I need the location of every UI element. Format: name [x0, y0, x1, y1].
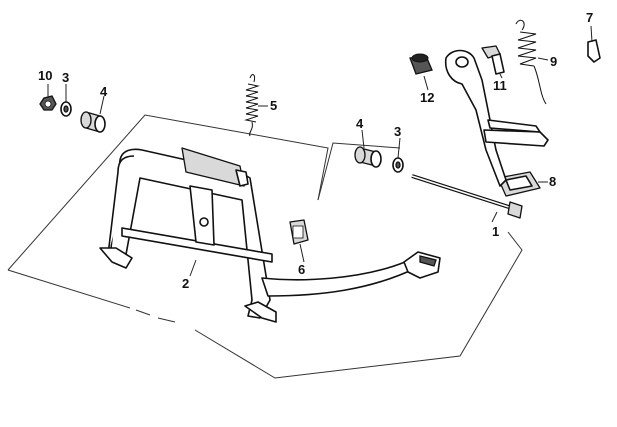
- spring-clip-part: [587, 39, 601, 63]
- callout-4-right: 4: [356, 116, 364, 131]
- side-stand-nut-part: [409, 53, 433, 75]
- callout-5: 5: [270, 98, 277, 113]
- main-stand-spring-part: [244, 74, 260, 137]
- bushing-left-part: [80, 111, 106, 133]
- callout-8: 8: [549, 174, 556, 189]
- callout-12: 12: [420, 90, 434, 105]
- washer-right-part: [392, 157, 404, 173]
- nut-left-part: [39, 95, 57, 111]
- main-stand-part: [99, 147, 441, 323]
- assembly-outline-frame: [7, 114, 523, 379]
- pivot-bolt-part: [411, 174, 523, 219]
- callout-10: 10: [38, 68, 52, 83]
- callout-2: 2: [182, 276, 189, 291]
- callout-3-left: 3: [62, 70, 69, 85]
- side-stand-pad-part: [497, 171, 541, 197]
- stopper-block-part: [289, 219, 309, 245]
- callout-labels: 1 2 3 3 4 4 5 6 7 8 9 10 11 12: [38, 10, 593, 291]
- callout-1: 1: [492, 224, 499, 239]
- side-stand-spring-part: [515, 19, 547, 105]
- callout-6: 6: [298, 262, 305, 277]
- callout-leaders: [47, 25, 593, 277]
- callout-4-left: 4: [100, 84, 108, 99]
- side-stand-bolt-part: [481, 45, 505, 75]
- side-stand-arm-part: [444, 49, 549, 187]
- callout-11: 11: [493, 78, 507, 93]
- callout-9: 9: [550, 54, 557, 69]
- callout-3-right: 3: [394, 124, 401, 139]
- callout-7: 7: [586, 10, 593, 25]
- bushing-right-part: [354, 146, 382, 168]
- washer-left-part: [60, 101, 72, 117]
